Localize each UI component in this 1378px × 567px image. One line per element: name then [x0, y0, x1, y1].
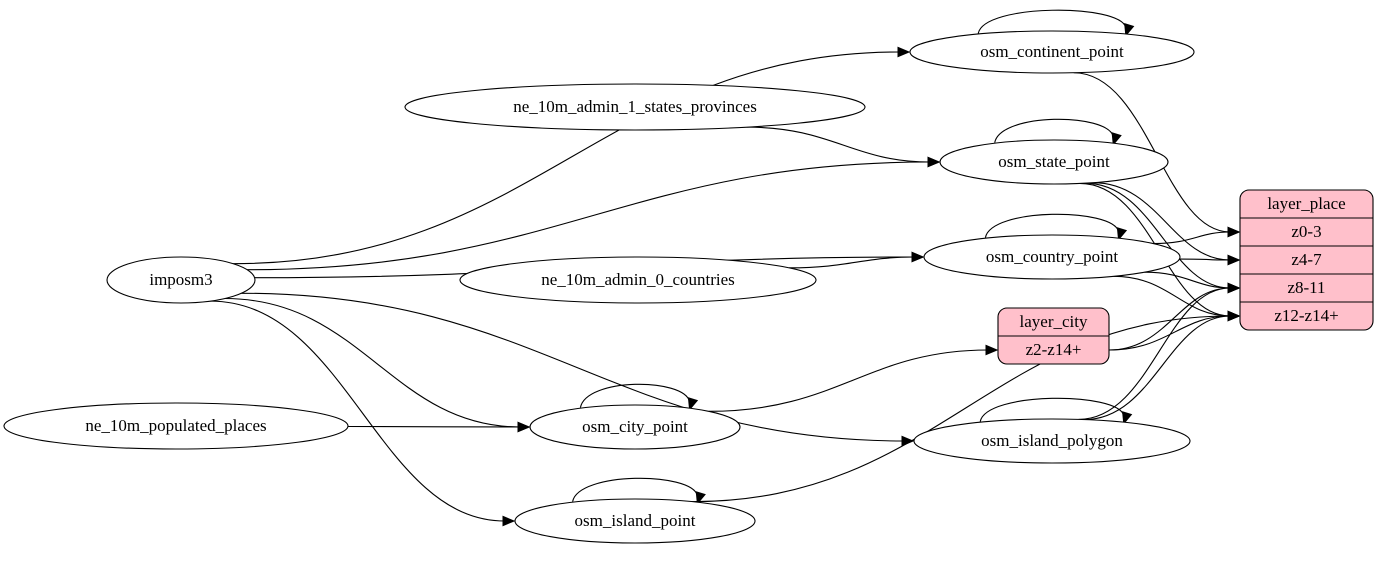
record-node-layer_city[interactable]: layer_city z2-z14+	[997, 307, 1110, 365]
node-ellipse[interactable]	[404, 83, 866, 131]
node-ellipse[interactable]	[923, 234, 1181, 280]
node-ellipse[interactable]	[3, 402, 349, 450]
graph-node-osm_state_point[interactable]: osm_state_point	[939, 139, 1169, 185]
record-node-layer_place[interactable]: layer_place z0-3 z4-7 z8-11 z12-z14+	[1239, 189, 1374, 331]
record-body[interactable]	[1239, 189, 1374, 331]
node-label: osm_continent_point	[980, 42, 1124, 61]
graph-node-imposm3[interactable]: imposm3	[106, 256, 256, 304]
node-label: ne_10m_admin_1_states_provinces	[513, 97, 757, 116]
node-label: osm_island_point	[575, 511, 696, 530]
node-ellipse[interactable]	[939, 139, 1169, 185]
node-ellipse[interactable]	[459, 256, 817, 304]
node-label: osm_island_polygon	[981, 431, 1123, 450]
record-title: layer_city	[1020, 312, 1088, 331]
node-label: osm_state_point	[998, 152, 1110, 171]
node-label: osm_country_point	[986, 247, 1118, 266]
edge-layer	[210, 9, 1241, 527]
node-layer: imposm3 ne_10m_admin_1_states_provincesne…	[3, 30, 1374, 544]
record-row-z8-11[interactable]: z8-11	[1287, 278, 1325, 297]
record-row-z2-z14+[interactable]: z2-z14+	[1026, 340, 1082, 359]
node-ellipse[interactable]	[514, 498, 756, 544]
node-ellipse[interactable]	[909, 30, 1195, 74]
graph-node-osm_island_point[interactable]: osm_island_point	[514, 498, 756, 544]
node-ellipse[interactable]	[106, 256, 256, 304]
record-row-z0-3[interactable]: z0-3	[1291, 222, 1321, 241]
node-ellipse[interactable]	[529, 404, 741, 450]
node-label: ne_10m_admin_0_countries	[541, 270, 735, 289]
graph-node-osm_city_point[interactable]: osm_city_point	[529, 404, 741, 450]
graph-node-osm_island_polygon[interactable]: osm_island_polygon	[913, 418, 1191, 464]
graph-node-osm_continent_point[interactable]: osm_continent_point	[909, 30, 1195, 74]
node-label: ne_10m_populated_places	[85, 416, 266, 435]
node-label: imposm3	[149, 270, 212, 289]
record-row-z12-z14+[interactable]: z12-z14+	[1274, 306, 1338, 325]
graph-node-osm_country_point[interactable]: osm_country_point	[923, 234, 1181, 280]
graph-node-ne_countries[interactable]: ne_10m_admin_0_countries	[459, 256, 817, 304]
graph-node-ne_populated[interactable]: ne_10m_populated_places	[3, 402, 349, 450]
node-label: osm_city_point	[582, 417, 688, 436]
node-ellipse[interactable]	[913, 418, 1191, 464]
record-title: layer_place	[1267, 194, 1345, 213]
graph-node-ne_states[interactable]: ne_10m_admin_1_states_provinces	[404, 83, 866, 131]
record-row-z4-7[interactable]: z4-7	[1291, 250, 1322, 269]
